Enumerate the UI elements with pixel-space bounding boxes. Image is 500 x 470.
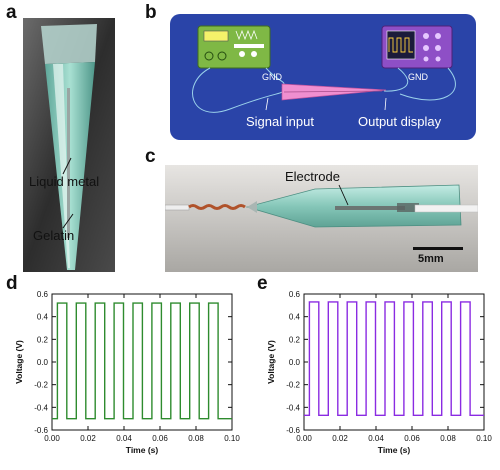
chart-d: -0.6 -0.4 -0.2 0.0 0.2 0.4 0.6 0.00 0.02 0.04 0.06… — [14, 290, 240, 455]
x-tick-label: 0.04 — [368, 434, 384, 443]
x-tick-label: 0.06 — [404, 434, 420, 443]
chart-e: -0.6 -0.4 -0.2 0.0 0.2 0.4 0.6 0.00 0.02 0.04 0.06… — [266, 290, 492, 455]
x-tick-label: 0.02 — [80, 434, 96, 443]
y-axis-label: Voltage (V) — [266, 340, 276, 384]
y-tick-label: -0.2 — [286, 381, 300, 390]
y-tick-label: 0.2 — [289, 335, 301, 344]
y-tick-label: -0.4 — [286, 403, 300, 412]
schematic-b-drawing — [192, 25, 456, 113]
x-tick-label: 0.02 — [332, 434, 348, 443]
schematic-b: GND GND Signal input Output display — [170, 14, 476, 140]
x-tick-label: 0.00 — [44, 434, 60, 443]
label-output-display: Output display — [358, 114, 442, 129]
x-axis-label: Time (s) — [378, 445, 411, 455]
label-gelatin: Gelatin — [33, 228, 75, 243]
y-tick-label: -0.4 — [34, 403, 48, 412]
y-tick-label: 0.4 — [289, 313, 301, 322]
x-tick-label: 0.10 — [224, 434, 240, 443]
y-tick-label: 0.0 — [37, 358, 49, 367]
series-line — [304, 301, 484, 416]
x-tick-label: 0.00 — [296, 434, 312, 443]
series-line — [52, 302, 232, 420]
x-axis-label: Time (s) — [126, 445, 159, 455]
x-tick-label: 0.04 — [116, 434, 132, 443]
label-signal-input: Signal input — [246, 114, 314, 129]
x-tick-label: 0.10 — [476, 434, 492, 443]
y-tick-label: 0.6 — [37, 290, 49, 299]
photo-a-pipette-tip: Liquid metal Gelatin — [23, 18, 115, 272]
y-axis-label: Voltage (V) — [14, 340, 24, 384]
panel-letter-e: e — [257, 273, 268, 294]
annotation-arrows-a — [62, 157, 74, 229]
y-tick-label: 0.2 — [37, 335, 49, 344]
y-tick-label: 0.0 — [289, 358, 301, 367]
x-tick-label: 0.06 — [152, 434, 168, 443]
x-tick-label: 0.08 — [440, 434, 456, 443]
label-scale-bar: 5mm — [418, 253, 444, 265]
panel-letter-a: a — [6, 2, 17, 23]
label-gnd-right: GND — [408, 72, 428, 82]
y-tick-label: -0.2 — [34, 381, 48, 390]
panel-letter-b: b — [145, 2, 157, 23]
pipette-tip-drawing — [23, 18, 115, 272]
y-tick-label: 0.4 — [37, 313, 49, 322]
panel-letter-c: c — [145, 146, 156, 167]
photo-c-electrode: Electrode 5mm — [165, 165, 478, 272]
photo-c-drawing — [165, 165, 478, 272]
x-tick-label: 0.08 — [188, 434, 204, 443]
y-tick-label: -0.6 — [286, 426, 300, 435]
label-gnd-left: GND — [262, 72, 282, 82]
label-electrode: Electrode — [285, 169, 340, 184]
y-tick-label: -0.6 — [34, 426, 48, 435]
y-tick-label: 0.6 — [289, 290, 301, 299]
label-liquid-metal: Liquid metal — [29, 174, 100, 189]
panel-letter-d: d — [6, 273, 18, 294]
